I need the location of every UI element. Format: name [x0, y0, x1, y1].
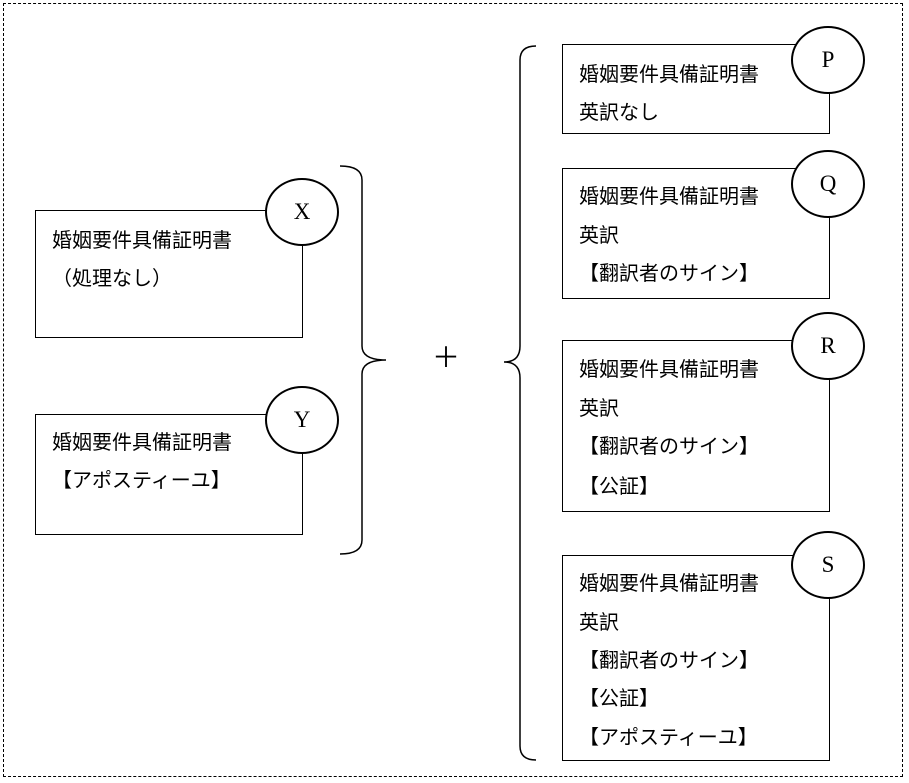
box-p: 婚姻要件具備証明書 英訳なし: [562, 44, 830, 134]
box-y-line-1: 婚姻要件具備証明書: [52, 430, 232, 454]
box-r-line-2: 英訳: [579, 396, 619, 420]
box-x-line-1: 婚姻要件具備証明書: [52, 228, 232, 252]
label-circle-p: P: [791, 26, 865, 94]
box-s-line-3: 【翻訳者のサイン】: [579, 648, 759, 672]
label-circle-y: Y: [265, 386, 339, 454]
right-group-brace: [503, 45, 537, 761]
dashed-frame: [3, 3, 903, 777]
plus-operator: ＋: [432, 343, 461, 374]
box-p-line-2: 英訳なし: [579, 100, 659, 124]
box-x-line-2: （処理なし）: [52, 266, 172, 290]
box-y: 婚姻要件具備証明書 【アポスティーユ】: [35, 414, 303, 535]
box-r-line-3: 【翻訳者のサイン】: [579, 434, 759, 458]
box-r: 婚姻要件具備証明書 英訳 【翻訳者のサイン】 【公証】: [562, 340, 830, 512]
label-circle-x: X: [265, 178, 339, 246]
box-p-line-1: 婚姻要件具備証明書: [579, 62, 759, 86]
box-s-line-2: 英訳: [579, 610, 619, 634]
box-s: 婚姻要件具備証明書 英訳 【翻訳者のサイン】 【公証】 【アポスティーユ】: [562, 555, 830, 761]
left-group-brace: [339, 165, 387, 555]
box-r-line-4: 【公証】: [579, 474, 659, 498]
box-x: 婚姻要件具備証明書 （処理なし）: [35, 210, 303, 338]
box-s-line-5: 【アポスティーユ】: [579, 725, 758, 749]
box-y-line-2: 【アポスティーユ】: [52, 468, 231, 492]
box-s-line-4: 【公証】: [579, 686, 659, 710]
box-q-line-1: 婚姻要件具備証明書: [579, 184, 759, 208]
box-r-line-1: 婚姻要件具備証明書: [579, 357, 759, 381]
box-q: 婚姻要件具備証明書 英訳 【翻訳者のサイン】: [562, 168, 830, 299]
label-circle-q: Q: [791, 150, 865, 218]
label-circle-r: R: [791, 312, 865, 380]
box-s-line-1: 婚姻要件具備証明書: [579, 571, 759, 595]
box-q-line-2: 英訳: [579, 223, 619, 247]
label-circle-s: S: [791, 531, 865, 599]
box-q-line-3: 【翻訳者のサイン】: [579, 261, 759, 285]
